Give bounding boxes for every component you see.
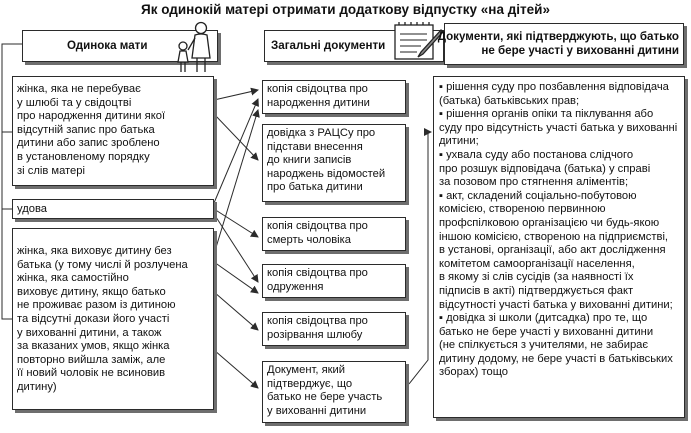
category-woman-raising-child-alone: жінка, яка виховує дитину без батька (у … <box>12 228 214 410</box>
confirming-documents-list: ▪ рішення суду про позбавлення відповіда… <box>433 76 685 418</box>
mother-child-icon <box>177 21 211 72</box>
doc-registry-certificate: довідка з РАЦСу про підстави внесення до… <box>262 124 406 202</box>
doc-death-certificate-copy: копія свідоцтва про смерть чоловіка <box>262 217 406 251</box>
list-item: ▪ ухвала суду або постанова слідчого про… <box>439 148 651 189</box>
arrow-line <box>213 291 259 331</box>
confirming-documents-header: Документи, які підтверджують, що батько … <box>438 23 684 65</box>
doc-marriage-certificate-copy: копія свідоцтва про одруження <box>262 264 406 298</box>
trunk-line <box>1 43 22 320</box>
list-item: ▪ рішення суду про позбавлення відповіда… <box>439 81 669 107</box>
doc-divorce-certificate-copy: копія свідоцтва про розірвання шлюбу <box>262 312 406 346</box>
list-item: ▪ рішення органів опіки та піклування аб… <box>439 108 678 148</box>
doc-birth-certificate-copy: копія свідоцтва про народження дитини <box>262 80 406 114</box>
notepad-pen-icon <box>394 22 444 60</box>
arrow-line <box>213 113 259 161</box>
category-unmarried-woman: жінка, яка не перебуває у шлюбі та у сві… <box>12 76 214 186</box>
arrow-line <box>213 87 259 101</box>
arrow-line <box>213 213 259 283</box>
list-item: ▪ акт, складений соціально-побутовою ком… <box>439 189 673 311</box>
arrow-line <box>213 109 260 255</box>
arrow-line <box>213 349 259 389</box>
diagram-title: Як одинокій матері отримати додаткову ві… <box>141 2 550 17</box>
arrow-line <box>213 98 259 204</box>
list-item: ▪ довідка зі школи (дитсадка) про те, що… <box>439 312 673 379</box>
arrow-line <box>213 261 259 294</box>
arrow-line <box>213 208 259 238</box>
arrow-line <box>408 128 432 385</box>
doc-father-non-participation: Документ, який підтверджує, що батько не… <box>262 361 406 423</box>
category-widow: удова <box>12 199 214 219</box>
